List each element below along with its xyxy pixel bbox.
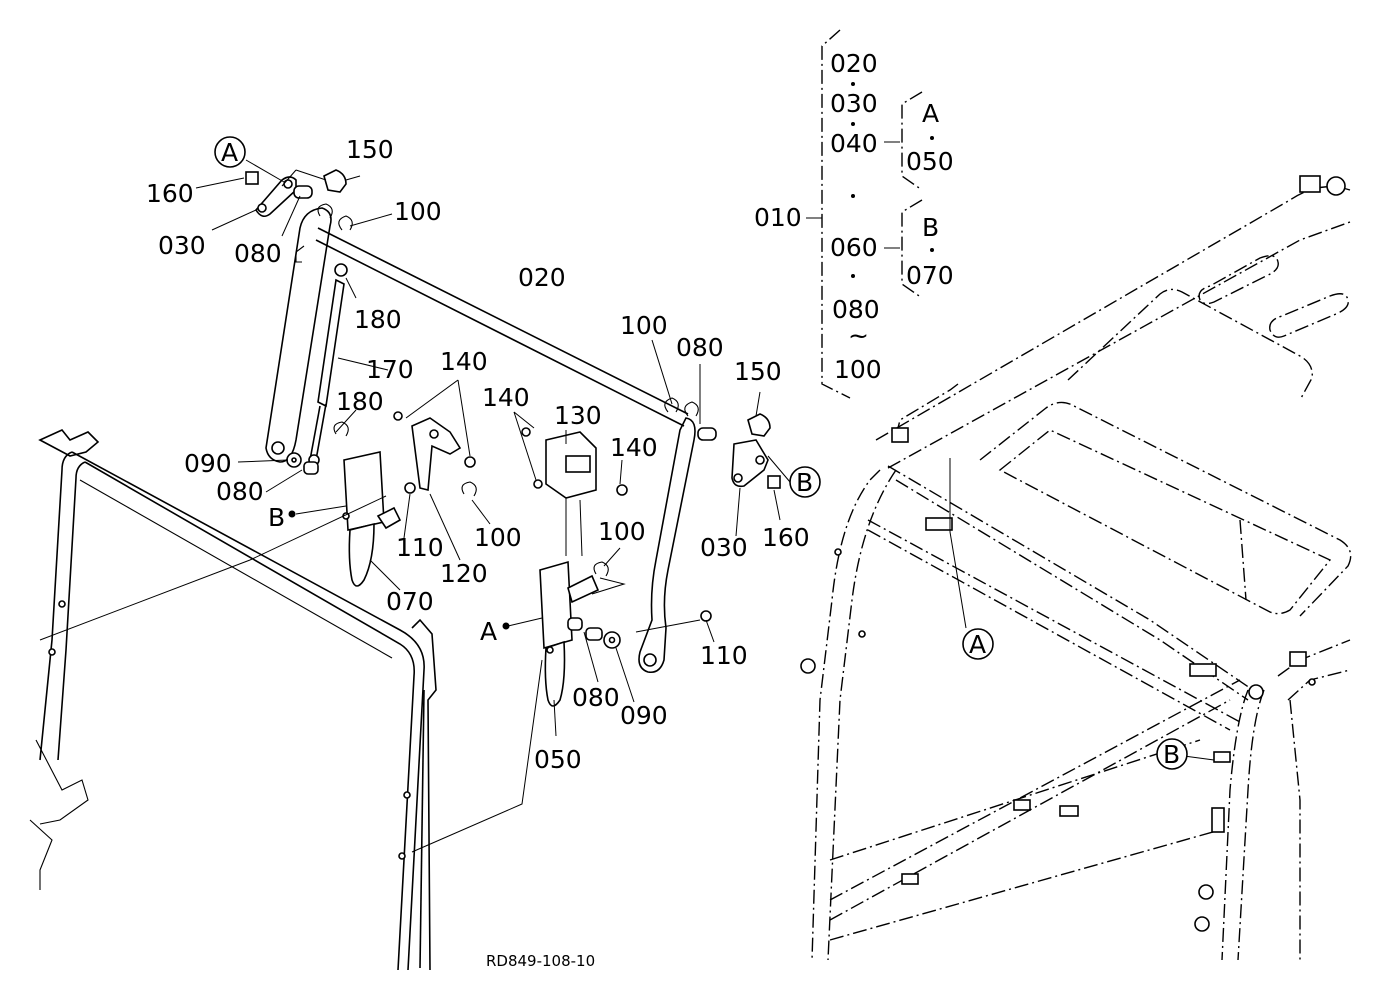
label-150-left: 150	[346, 135, 394, 164]
legend-sub-b-item: 070	[906, 261, 954, 290]
label-180-mid: 180	[336, 387, 384, 416]
label-070: 070	[386, 587, 434, 616]
legend-sub-a-label: A	[922, 99, 939, 128]
label-180-top: 180	[354, 305, 402, 334]
callouts: A B A B B A	[214, 136, 1188, 770]
lever-assembly	[245, 169, 781, 707]
window-frame-left	[29, 429, 437, 971]
legend-sub-a-item: 050	[906, 147, 954, 176]
label-080-left-top: 080	[234, 239, 282, 268]
callout-circle-a-cab	[962, 628, 994, 660]
label-080-center: 080	[572, 683, 620, 712]
point-a-letter: A	[480, 617, 497, 646]
label-140-left: 140	[440, 347, 488, 376]
legend-root-010: 010	[754, 203, 802, 232]
point-a-dot	[502, 622, 510, 630]
cab-frame-right	[800, 175, 1352, 961]
label-170: 170	[366, 355, 414, 384]
part-labels: 150 160 030 080 100 020 180 170 140 180 …	[146, 135, 810, 774]
label-080-left-mid: 080	[216, 477, 264, 506]
point-b-letter: B	[268, 503, 285, 532]
label-120: 120	[440, 559, 488, 588]
legend-item-030: 030	[830, 89, 878, 118]
label-140-center: 140	[482, 383, 530, 412]
legend-item-020: 020	[830, 49, 878, 78]
label-100-left-top: 100	[394, 197, 442, 226]
label-140-right: 140	[610, 433, 658, 462]
label-020: 020	[518, 263, 566, 292]
label-100-center: 100	[598, 517, 646, 546]
label-160-left: 160	[146, 179, 194, 208]
legend-item-040: 040	[830, 129, 878, 158]
callout-a-top-letter: A	[221, 138, 238, 167]
label-130: 130	[554, 401, 602, 430]
assembly-legend: 010 020 030 040 060 080 ~ 100 A 050 B 07…	[754, 29, 954, 399]
callout-b-cab-letter: B	[1163, 740, 1180, 769]
drawing-code: RD849-108-10	[486, 952, 595, 970]
legend-item-060: 060	[830, 233, 878, 262]
label-030-right: 030	[700, 533, 748, 562]
label-150-right: 150	[734, 357, 782, 386]
label-090-center: 090	[620, 701, 668, 730]
callout-a-cab-letter: A	[969, 630, 986, 659]
label-110-right: 110	[700, 641, 748, 670]
legend-range-mark: ~	[848, 321, 869, 350]
callout-circle-a-top	[214, 136, 246, 168]
label-160-right: 160	[762, 523, 810, 552]
label-030-left: 030	[158, 231, 206, 260]
label-110-left: 110	[396, 533, 444, 562]
label-100-left-mid: 100	[474, 523, 522, 552]
legend-sub-b-label: B	[922, 213, 939, 242]
point-b-dot	[288, 510, 296, 518]
label-080-right-top: 080	[676, 333, 724, 362]
legend-item-080: 080	[832, 295, 880, 324]
label-050: 050	[534, 745, 582, 774]
callout-circle-b-cab	[1156, 738, 1188, 770]
label-090-left: 090	[184, 449, 232, 478]
legend-item-100: 100	[834, 355, 882, 384]
callout-b-right-letter: B	[796, 468, 813, 497]
label-100-right-top: 100	[620, 311, 668, 340]
callout-circle-b-right	[789, 466, 821, 498]
leader-lines	[39, 159, 1215, 853]
